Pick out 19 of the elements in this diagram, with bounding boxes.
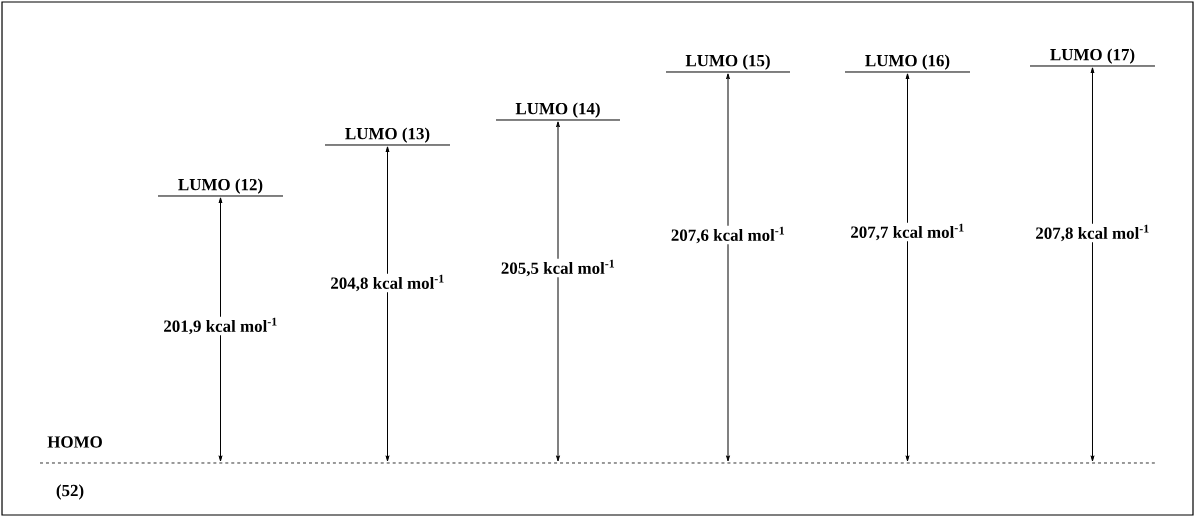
double-arrow <box>385 146 390 462</box>
energy-level: LUMO (17) <box>1029 48 1156 67</box>
double-arrow <box>218 197 223 462</box>
double-arrow <box>905 73 910 462</box>
energy-level: LUMO (12) <box>157 178 284 197</box>
edge-label: 201,9 kcal mol$^{-1}$ <box>162 316 279 336</box>
edge-label: 205,5 kcal mol$^{-1}$ <box>499 258 617 278</box>
energy-level: LUMO (13) <box>324 127 451 146</box>
edge-label: 207,6 kcal mol$^{-1}$ <box>669 225 787 245</box>
double-arrow <box>1090 67 1095 462</box>
double-arrow <box>726 73 730 462</box>
edge-label: 204,8 kcal mol$^{-1}$ <box>329 273 446 293</box>
energy-level: LUMO (14) <box>495 102 621 121</box>
energy-level: LUMO (15) <box>665 54 791 73</box>
energy-level: HOMO (52) <box>39 436 1158 500</box>
edge-label: 207,8 kcal mol$^{-1}$ <box>1034 223 1151 243</box>
energy-level: LUMO (16) <box>844 54 971 73</box>
double-arrow <box>556 121 560 462</box>
edge-label: 207,7 kcal mol$^{-1}$ <box>849 222 966 242</box>
